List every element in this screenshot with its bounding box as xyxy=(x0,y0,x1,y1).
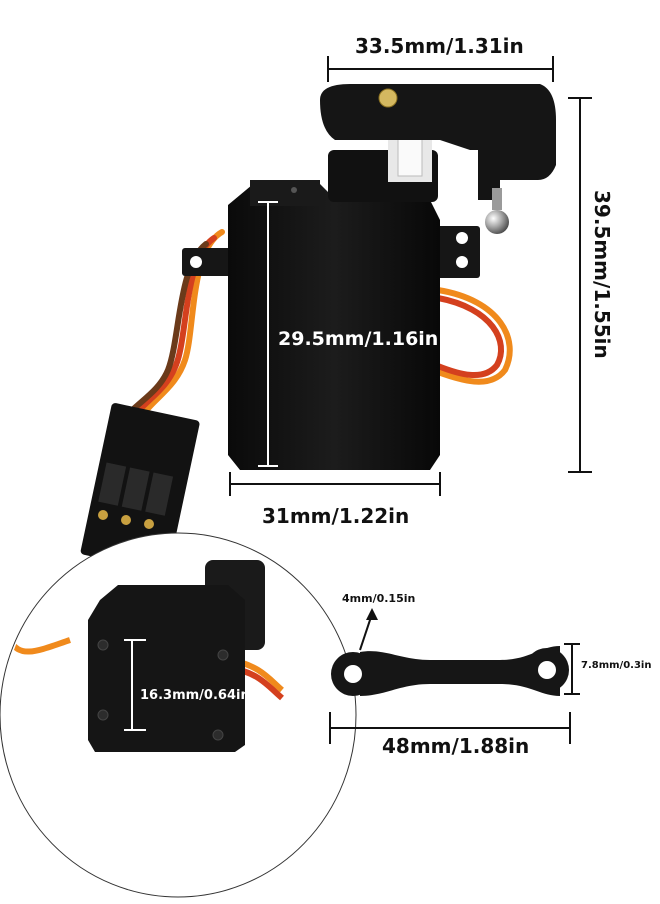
servo-body xyxy=(228,180,440,470)
connector-icon xyxy=(80,403,200,572)
link-hole-label: 4mm/0.15in xyxy=(342,592,416,605)
top-width-label: 33.5mm/1.31in xyxy=(355,34,524,58)
ball-joint-icon xyxy=(485,210,509,234)
link-rod xyxy=(331,646,569,696)
body-depth-label: 16.3mm/0.64in xyxy=(140,688,250,703)
body-height-label: 29.5mm/1.16in xyxy=(278,328,439,350)
servo-image xyxy=(80,84,556,572)
inset-detail xyxy=(0,532,357,898)
servo-arm xyxy=(320,84,556,234)
mount-tab-right xyxy=(432,226,480,278)
total-height-label: 39.5mm/1.55in xyxy=(590,190,614,359)
link-hole-icon xyxy=(344,665,362,683)
dimension-lines xyxy=(229,56,592,496)
body-width-label: 31mm/1.22in xyxy=(262,504,410,528)
link-length-label: 48mm/1.88in xyxy=(382,734,530,758)
link-dimension-lines xyxy=(329,613,580,744)
servo-wires-right xyxy=(435,287,513,385)
link-height-label: 7.8mm/0.3in xyxy=(581,660,652,671)
mount-tab-left xyxy=(182,248,232,276)
body-height-line xyxy=(258,201,278,467)
servo-side-view xyxy=(88,585,245,752)
